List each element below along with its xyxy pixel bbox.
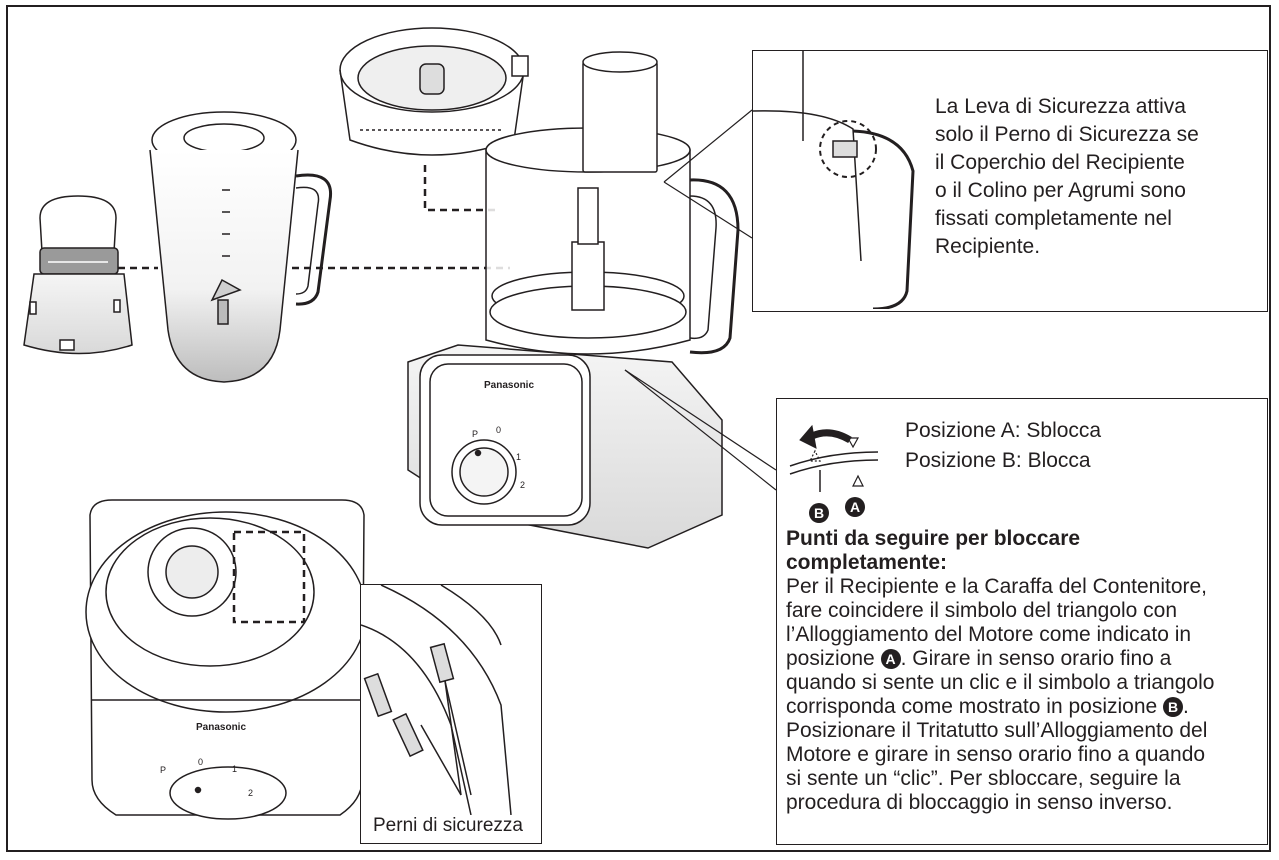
instructions-heading-1: Punti da seguire per bloccare xyxy=(786,527,1081,550)
safety-pins-caption: Perni di sicurezza xyxy=(373,815,523,836)
instructions-line-3: l’Alloggiamento del Motore come indicato… xyxy=(786,623,1192,646)
position-b-label: Posizione B: Blocca xyxy=(905,449,1091,472)
safety-lever-line-6: Recipiente. xyxy=(935,235,1041,258)
instructions-line-6-pre: corrisponda come mostrato in posizione xyxy=(786,695,1164,718)
instructions-line-4-pre: posizione xyxy=(786,647,881,670)
safety-lever-line-4: o il Colino per Agrumi sono xyxy=(935,179,1186,202)
processor-dial-p: P xyxy=(472,429,479,439)
base-dial-0: 0 xyxy=(198,757,204,767)
motor-base xyxy=(85,499,367,820)
instructions-line-6: corrisponda come mostrato in posizione B… xyxy=(786,695,1189,719)
citrus-strainer xyxy=(339,27,529,156)
marker-a-badge: A xyxy=(845,497,865,517)
rotation-arrow xyxy=(789,424,879,492)
base-brand-label: Panasonic xyxy=(196,722,247,733)
safety-pins-detail: Perni di sicurezza xyxy=(360,584,542,844)
base-dial-p: P xyxy=(160,765,167,775)
processor-dial-1: 1 xyxy=(516,452,522,462)
instructions-line-2: fare coincidere il simbolo del triangolo… xyxy=(786,599,1178,622)
instructions-line-8: Motore e girare in senso orario fino a q… xyxy=(786,743,1206,766)
instructions-line-4-post: . Girare in senso orario fino a xyxy=(900,647,1172,670)
inline-marker-a: A xyxy=(880,649,901,669)
marker-b-badge: B xyxy=(809,503,829,523)
safety-lever-closeup xyxy=(753,51,915,309)
safety-lever-callout: La Leva di Sicurezza attiva solo il Pern… xyxy=(752,50,1268,312)
blender-jar xyxy=(149,111,333,383)
base-dial-2: 2 xyxy=(248,788,254,798)
instructions-line-7: Posizionare il Tritatutto sull’Alloggiam… xyxy=(786,719,1208,742)
processor-dial-0: 0 xyxy=(496,425,502,435)
instructions-line-10: procedura di bloccaggio in senso inverso… xyxy=(786,791,1173,814)
inline-marker-b: B xyxy=(1163,697,1184,717)
safety-pins-closeup xyxy=(361,585,512,815)
mini-chopper xyxy=(23,195,133,355)
locking-instructions-box: Posizione A: Sblocca Posizione B: Blocca… xyxy=(776,398,1268,845)
instructions-line-5: quando si sente un clic e il simbolo a t… xyxy=(786,671,1215,694)
food-processor xyxy=(407,51,740,549)
safety-lever-line-1: La Leva di Sicurezza attiva xyxy=(935,95,1186,118)
instructions-heading-2: completamente: xyxy=(786,551,948,574)
processor-dial-2: 2 xyxy=(520,480,526,490)
instructions-line-4: posizione A. Girare in senso orario fino… xyxy=(786,647,1171,671)
position-a-label: Posizione A: Sblocca xyxy=(905,419,1102,442)
detail-selection-box xyxy=(232,530,306,624)
safety-lever-line-5: fissati completamente nel xyxy=(935,207,1172,230)
connector-lines xyxy=(118,165,510,270)
safety-lever-line-3: il Coperchio del Recipiente xyxy=(935,151,1185,174)
processor-brand-label: Panasonic xyxy=(484,380,535,391)
instructions-line-6-post: . xyxy=(1183,695,1189,718)
base-dial-1: 1 xyxy=(232,764,238,774)
instructions-line-1: Per il Recipiente e la Caraffa del Conte… xyxy=(786,575,1208,598)
safety-lever-line-2: solo il Perno di Sicurezza se xyxy=(935,123,1199,146)
instructions-line-9: si sente un “clic”. Per sbloccare, segui… xyxy=(786,767,1181,790)
